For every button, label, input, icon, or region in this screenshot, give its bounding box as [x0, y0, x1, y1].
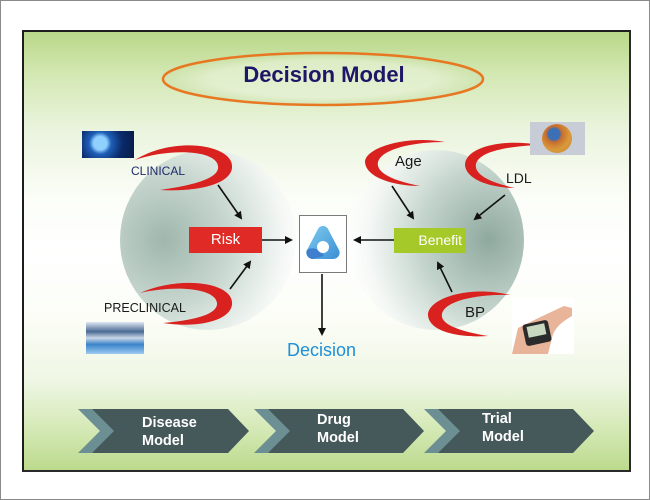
chevron-trial-model[interactable]: [424, 409, 594, 453]
bp-to-benefit-arrow: [437, 261, 453, 293]
clinical-data-image: [82, 131, 134, 158]
disease-model-line2: Model: [142, 433, 184, 449]
trial-model-line2: Model: [482, 429, 524, 445]
trial-model-line1: Trial: [482, 411, 512, 427]
title-ellipse: [161, 51, 485, 107]
preclinical-to-risk-arrow: [229, 260, 252, 290]
clinical-swoosh: [135, 145, 233, 191]
preclinical-lab-image: [86, 322, 144, 354]
disease-model-label: Disease Model: [142, 414, 197, 450]
age-swoosh: [365, 140, 445, 186]
wrist-blood-pressure-monitor-image: [512, 298, 574, 354]
preclinical-label: PRECLINICAL: [104, 301, 186, 315]
age-to-benefit-arrow: [391, 185, 415, 220]
ldl-particle-image: [530, 122, 585, 155]
ldl-swoosh: [465, 142, 540, 188]
risk-node: Risk: [189, 227, 262, 253]
drug-model-line2: Model: [317, 430, 359, 446]
chevron-disease-model[interactable]: [78, 409, 249, 453]
benefit-node: Benefit: [394, 228, 466, 253]
preclinical-swoosh: [140, 282, 233, 325]
bp-label: BP: [465, 304, 486, 321]
ldl-label: LDL: [506, 170, 532, 186]
decision-label: Decision: [287, 340, 357, 360]
drug-model-line1: Drug: [317, 412, 351, 428]
drug-model-label: Drug Model: [317, 411, 359, 447]
clinical-to-risk-arrow: [217, 184, 243, 220]
clinical-label: CLINICAL: [131, 164, 186, 178]
triangle-logo-icon: [306, 226, 340, 259]
ldl-to-benefit-arrow: [473, 194, 506, 221]
disease-model-line1: Disease: [142, 415, 197, 431]
age-label: Age: [395, 153, 422, 170]
page-title: Decision Model: [243, 62, 405, 87]
chevron-drug-model[interactable]: [254, 409, 424, 453]
trial-model-label: Trial Model: [482, 410, 524, 446]
bp-swoosh: [428, 291, 510, 337]
decision-engine-node: [299, 215, 347, 273]
